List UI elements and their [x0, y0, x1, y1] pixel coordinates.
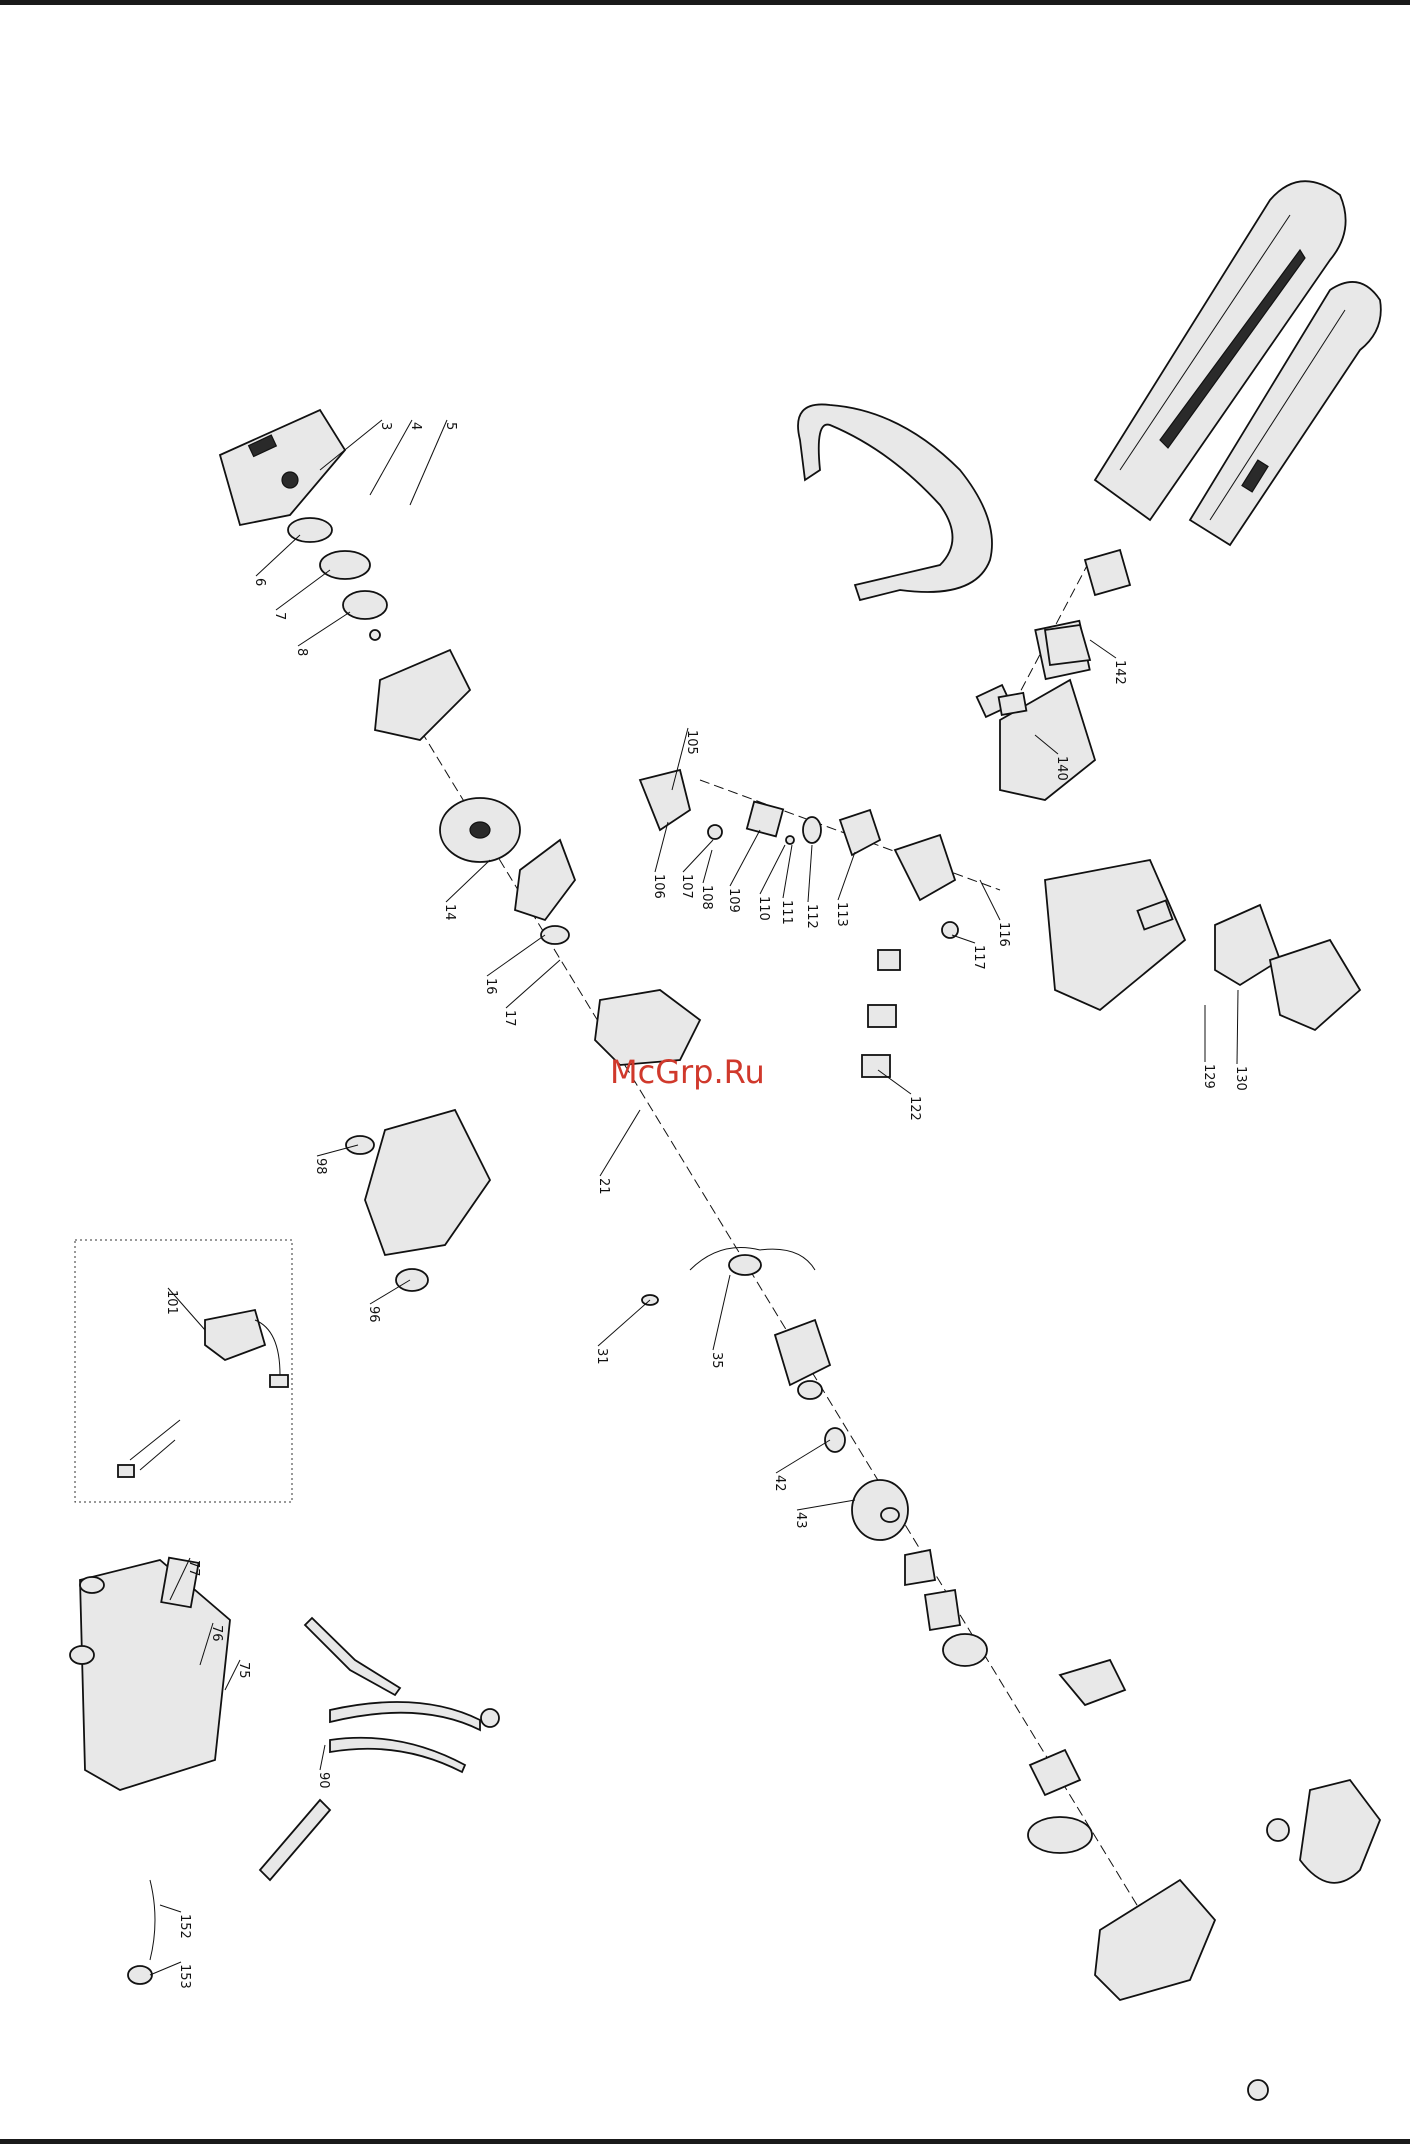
part-label: 113	[834, 902, 849, 927]
part-label: 142	[1112, 660, 1127, 685]
part-label: 14	[442, 904, 457, 921]
rear-handle-housing	[346, 1110, 490, 1291]
part-label: 111	[779, 900, 794, 925]
flywheel	[440, 798, 520, 862]
part-label: 7	[272, 612, 287, 620]
clutch-group	[798, 1381, 987, 1666]
chain-brake-assembly	[1028, 1660, 1380, 2100]
part-label: 130	[1233, 1066, 1248, 1091]
fan-housing	[375, 650, 470, 740]
part-label: 17	[502, 1010, 517, 1027]
ignition-coil-inset	[75, 1240, 292, 1502]
part-label: 117	[971, 945, 986, 970]
intake-manifold	[642, 1248, 830, 1386]
part-label: 106	[651, 874, 666, 899]
part-label: 6	[252, 578, 267, 586]
fuel-lines	[305, 1618, 499, 1772]
guide-bar-group	[1095, 181, 1381, 545]
starter-cover	[220, 410, 345, 525]
crankshaft-piston-row	[640, 770, 958, 938]
watermark: McGrp.Ru	[610, 1053, 765, 1091]
part-label: 21	[596, 1178, 611, 1195]
fuel-pickup	[128, 1880, 155, 1984]
part-label: 90	[316, 1772, 331, 1789]
ignition-and-oil-pump	[515, 840, 575, 944]
rear-handle	[70, 1558, 230, 1790]
part-label: 152	[177, 1914, 192, 1939]
part-label: 96	[366, 1306, 381, 1323]
part-label: 42	[772, 1475, 787, 1492]
part-label: 107	[679, 874, 694, 899]
air-filter-cover	[1045, 860, 1360, 1030]
part-label: 108	[699, 885, 714, 910]
part-label: 8	[294, 648, 309, 656]
part-label: 35	[709, 1352, 724, 1369]
part-label: 122	[907, 1096, 922, 1121]
starter-pulley-stack	[288, 518, 387, 640]
part-label: 3	[378, 422, 393, 430]
part-label: 110	[756, 896, 771, 921]
part-label: 16	[483, 978, 498, 995]
part-label: 31	[594, 1348, 609, 1365]
part-label: 116	[996, 922, 1011, 947]
front-handle	[798, 404, 992, 600]
part-label: 140	[1054, 756, 1069, 781]
carburetor-group	[862, 950, 900, 1077]
part-label: 112	[804, 904, 819, 929]
throttle-trigger	[260, 1800, 330, 1880]
part-label: 43	[793, 1512, 808, 1529]
part-label: 129	[1201, 1064, 1216, 1089]
part-label: 153	[177, 1964, 192, 1989]
part-label: 98	[313, 1158, 328, 1175]
part-label: 101	[164, 1290, 179, 1315]
part-label: 109	[726, 888, 741, 913]
